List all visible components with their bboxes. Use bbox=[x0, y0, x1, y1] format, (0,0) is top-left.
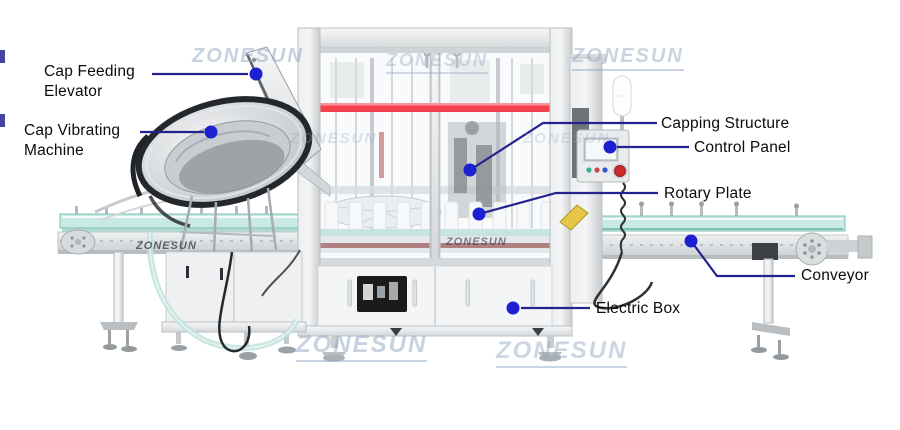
emergency-stop-button bbox=[614, 165, 626, 177]
red-button bbox=[594, 167, 600, 173]
black-cable bbox=[218, 251, 251, 353]
blue-button bbox=[602, 167, 608, 173]
edge-watermark-fragment bbox=[0, 114, 5, 127]
label-control-panel: Control Panel bbox=[694, 139, 791, 156]
callout-conveyor-line bbox=[690, 240, 795, 278]
electric-box-cabinet bbox=[317, 265, 553, 327]
callout-conveyor-dot bbox=[684, 234, 698, 248]
label-conveyor: Conveyor bbox=[801, 267, 869, 284]
machine-body bbox=[297, 27, 573, 362]
callouts bbox=[140, 72, 795, 310]
right-column bbox=[549, 27, 573, 334]
cap-feeder-assembly bbox=[94, 46, 331, 360]
cap-vibrating-bowl bbox=[135, 96, 313, 208]
yellow-sensor bbox=[559, 204, 589, 231]
callout-control-dot bbox=[603, 140, 617, 154]
callout-electric-dot bbox=[506, 301, 520, 315]
callout-cap-feeding-dot bbox=[249, 67, 263, 81]
signal-lamp bbox=[612, 75, 632, 136]
label-cap-feeding-elevator: Cap Feeding Elevator bbox=[44, 63, 135, 100]
machine-feet bbox=[322, 328, 562, 362]
callout-rotary-line bbox=[478, 191, 658, 216]
callout-capping-dot bbox=[463, 163, 477, 177]
callout-dots bbox=[204, 67, 698, 315]
label-rotary-plate: Rotary Plate bbox=[664, 185, 752, 202]
door-mullion bbox=[430, 47, 440, 263]
drive-block bbox=[752, 243, 778, 260]
control-panel bbox=[576, 129, 630, 183]
label-electric-box: Electric Box bbox=[596, 300, 681, 317]
callout-rotary-dot bbox=[472, 207, 486, 221]
left-conveyor-leg bbox=[100, 251, 138, 352]
right-conveyor-leg bbox=[751, 258, 790, 360]
top-frame bbox=[297, 27, 573, 49]
bowl-guard-rail bbox=[130, 134, 150, 198]
callout-cap-vibrating-dot bbox=[204, 125, 218, 139]
base-cabinet bbox=[161, 251, 307, 360]
label-capping-structure: Capping Structure bbox=[661, 115, 790, 132]
red-stripe bbox=[318, 103, 552, 112]
label-cap-vibrating-machine: Cap Vibrating Machine bbox=[24, 122, 121, 159]
callout-capping-line bbox=[469, 121, 657, 171]
green-button bbox=[586, 167, 592, 173]
right-conveyor bbox=[597, 201, 873, 360]
edge-watermark-fragment bbox=[0, 50, 5, 63]
